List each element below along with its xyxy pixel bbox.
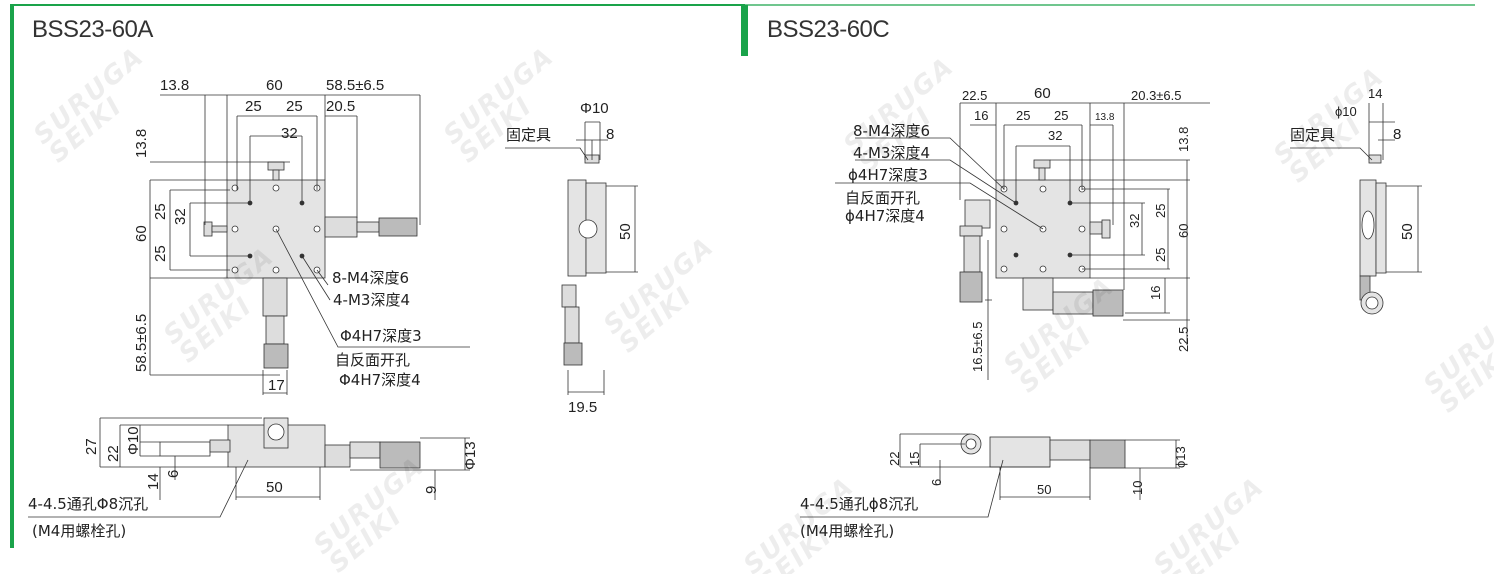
callout-back-hole: 自反面开孔 [335,351,411,369]
dim-label: 25 [152,245,169,262]
c-y-micrometer-body [963,235,981,273]
callout-m3: 4-M3深度4 [333,291,410,309]
dim-label: 60 [266,77,283,94]
dim-label: 25 [1153,247,1168,262]
dim-label: 13.8 [1095,112,1115,123]
a-x-micrometer-body [324,216,358,238]
callout-h7-front: ϕ4H7深度3 [848,166,928,184]
dim-label: 32 [172,208,189,225]
callout-h7-front: Φ4H7深度3 [340,327,422,345]
dim-label: 19.5 [568,399,598,416]
a-x-micrometer-knurl [378,217,418,237]
callout-m3: 4-M3深度4 [853,144,930,162]
callout-m4: 8-M4深度6 [853,122,930,140]
dim-label: 6 [165,469,182,478]
dim-label: 25 [152,203,169,220]
callout-h7-back: Φ4H7深度4 [339,371,421,389]
a-front-view [28,417,470,518]
dim-label: 60 [133,225,150,242]
dim-label: 22 [887,451,902,466]
bolt-note: (M4用螺栓孔) [800,522,895,540]
callout-h7-back: ϕ4H7深度4 [845,207,925,225]
dim-label: 25 [245,98,262,115]
dim-label: ϕ10 [1335,104,1357,119]
fixture-label: 固定具 [1290,126,1336,144]
callout-m4: 8-M4深度6 [332,269,409,287]
dim-label: 15 [907,451,922,466]
panel-a-side-bar [10,5,14,548]
panel-a-title: BSS23-60A [32,16,153,43]
dim-label: 13.8 [160,77,190,94]
dim-label: Φ10 [580,100,609,117]
panel-c-side-bar [741,5,748,56]
a-top-view [149,94,470,395]
dim-label: 20.3±6.5 [1131,88,1182,103]
dim-label: 50 [617,223,634,240]
dim-label: 17 [268,377,285,394]
dim-label: 50 [1399,223,1416,240]
a-y-micrometer-knurl [263,343,289,369]
dim-label: 9 [423,485,440,494]
callout-back-hole: 自反面开孔 [845,189,921,207]
c-front-view [800,433,1180,518]
dim-label: 16.5±6.5 [970,321,985,372]
dim-label: 22.5 [1176,326,1191,352]
dim-label: 50 [266,479,283,496]
dim-label: 22.5 [962,88,988,103]
bolt-note: (M4用螺栓孔) [32,522,127,540]
dim-label: 8 [1393,126,1402,143]
dim-label: 14 [145,473,162,490]
a-side-view [505,121,638,395]
c-y-micrometer-knurl [959,271,983,303]
dim-label: 58.5±6.5 [133,313,150,372]
dim-label: 6 [929,478,944,486]
dim-label: 27 [83,438,100,455]
dim-label: 10 [1130,480,1145,495]
dim-label: 20.5 [326,98,356,115]
dim-label: 22 [105,445,122,462]
c-x-micrometer-knurl [1092,289,1124,317]
c-top-view [835,102,1210,380]
dim-label: 25 [1054,108,1069,123]
dim-label: ϕ13 [1173,446,1188,468]
dim-label: 32 [1127,213,1142,228]
dim-label: 14 [1368,86,1383,101]
dim-label: 58.5±6.5 [326,77,385,94]
dim-label: 60 [1176,223,1191,238]
dim-label: Φ13 [462,441,479,470]
c-side-view [1290,103,1422,315]
a-y-micrometer-body [262,277,288,317]
dim-label: 32 [1048,128,1063,143]
dim-label: 16 [1148,285,1163,300]
dim-label: 25 [1153,203,1168,218]
hole-note: 4-4.5通孔ϕ8沉孔 [800,495,919,513]
dim-label: 25 [1016,108,1031,123]
dim-label: 8 [606,126,615,143]
hole-note: 4-4.5通孔Φ8沉孔 [28,495,149,513]
dim-label: 32 [281,125,298,142]
dim-label: 13.8 [133,128,150,158]
panel-c-title: BSS23-60C [767,16,890,43]
dim-label: 16 [974,108,989,123]
fixture-label: 固定具 [506,126,552,144]
dim-label: 13.8 [1176,126,1191,152]
dim-label: 50 [1037,482,1052,497]
dim-label: 25 [286,98,303,115]
dim-label: 60 [1034,85,1051,102]
dim-label: Φ10 [125,426,142,455]
